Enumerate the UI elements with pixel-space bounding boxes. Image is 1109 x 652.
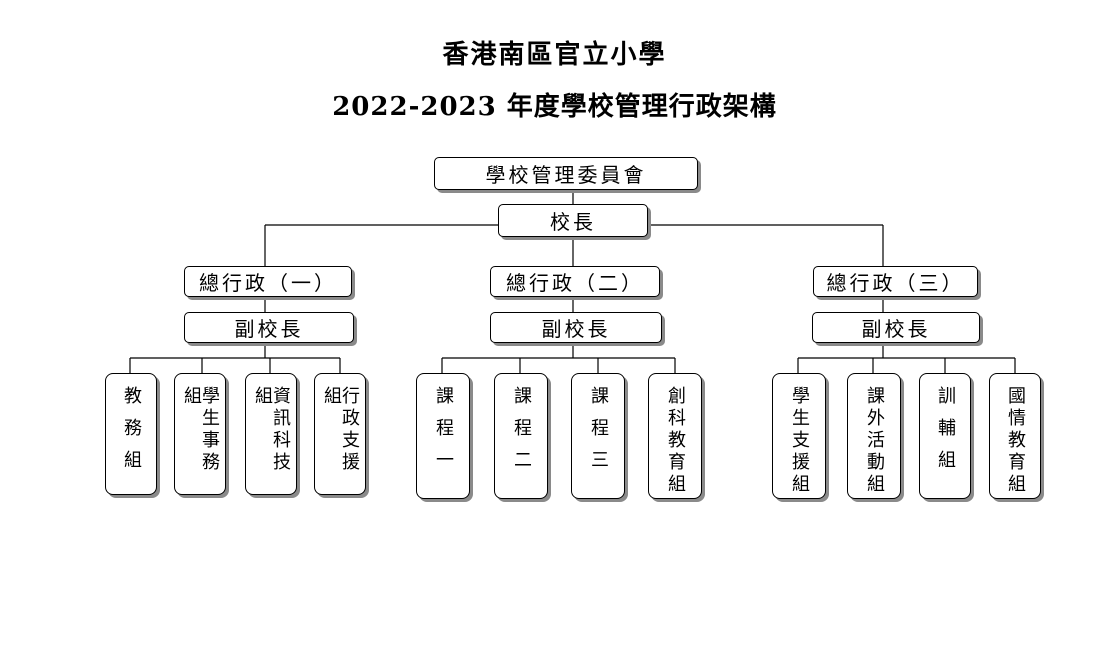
unit-box: 創科教育組 <box>648 373 702 499</box>
unit-label: 創科教育組 <box>665 386 686 496</box>
unit-box: 課程三 <box>571 373 625 499</box>
chart-subtitle: 2022-2023 年度學校管理行政架構 <box>332 92 777 122</box>
unit-label: 國情教育組 <box>1005 386 1026 496</box>
committee-box: 學校管理委員會 <box>434 157 698 190</box>
chart-title: 香港南區官立小學 <box>442 40 667 70</box>
unit-box: 訓輔組 <box>919 373 971 499</box>
unit-label: 學生事務組 <box>181 386 220 474</box>
unit-box: 學生事務組 <box>174 373 226 495</box>
branch-head-3: 總行政（三） <box>813 266 978 297</box>
branch-head-1: 總行政（一） <box>184 266 352 297</box>
unit-label: 行政支援組 <box>321 386 360 474</box>
unit-label: 教務組 <box>121 386 142 482</box>
deputy-box-1: 副校長 <box>184 312 354 343</box>
deputy-box-3: 副校長 <box>812 312 980 343</box>
principal-box: 校長 <box>498 204 648 237</box>
unit-box: 課外活動組 <box>847 373 901 499</box>
unit-box: 學生支援組 <box>772 373 826 499</box>
unit-box: 資訊科技組 <box>245 373 297 495</box>
unit-label: 訓輔組 <box>935 386 956 482</box>
branch-head-2: 總行政（二） <box>490 266 660 297</box>
unit-label: 資訊科技組 <box>252 386 291 474</box>
deputy-box-2: 副校長 <box>490 312 662 343</box>
unit-label: 課程三 <box>588 386 609 482</box>
unit-box: 行政支援組 <box>314 373 366 495</box>
unit-label: 課程一 <box>433 386 454 482</box>
unit-box: 教務組 <box>105 373 157 495</box>
unit-label: 學生支援組 <box>789 386 810 496</box>
unit-box: 國情教育組 <box>989 373 1041 499</box>
unit-box: 課程一 <box>416 373 470 499</box>
unit-label: 課外活動組 <box>864 386 885 496</box>
unit-label: 課程二 <box>511 386 532 482</box>
unit-box: 課程二 <box>494 373 548 499</box>
